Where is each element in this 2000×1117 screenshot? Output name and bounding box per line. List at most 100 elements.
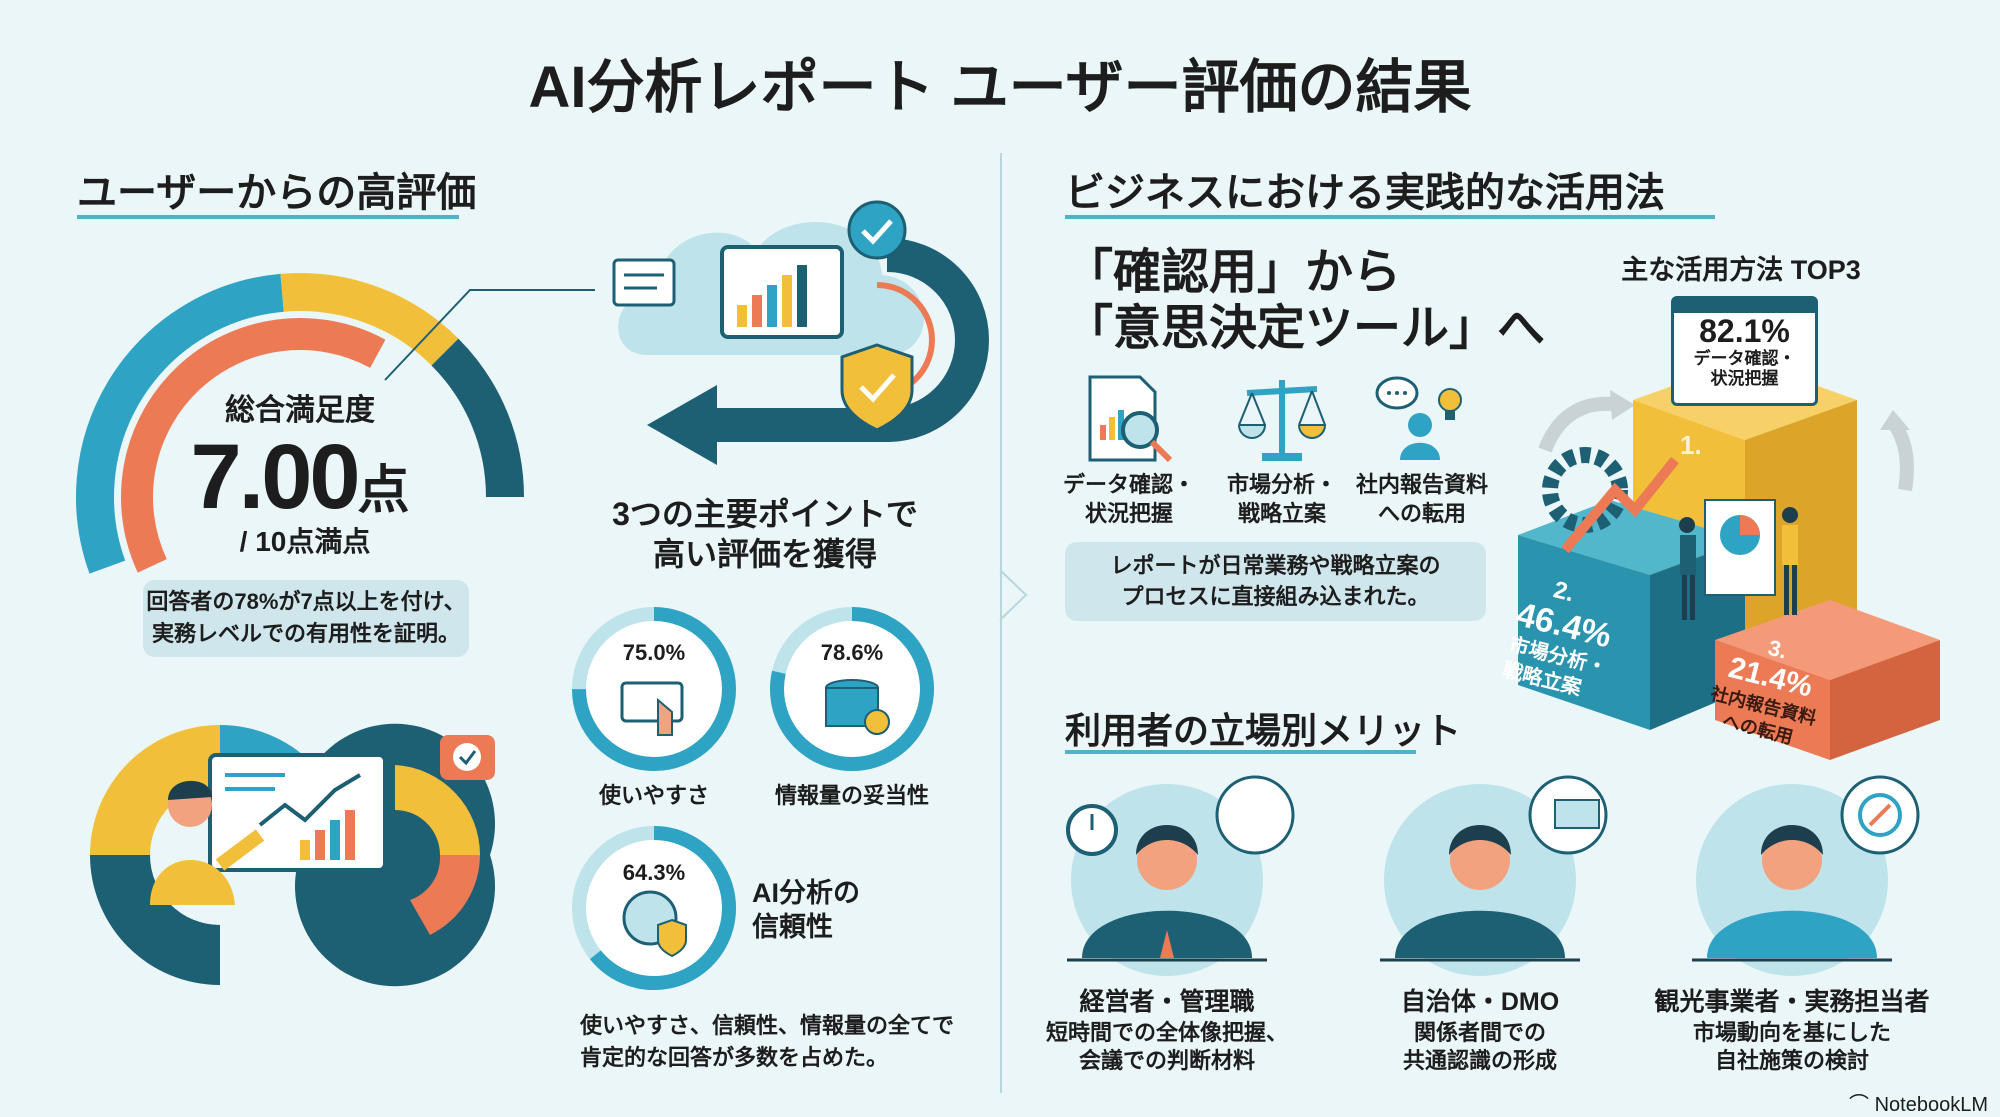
person-hair — [1761, 825, 1823, 855]
use-label-internal-report: 社内報告資料への転用 — [1356, 470, 1488, 528]
person-head — [1762, 830, 1822, 890]
section-heading-usage: ビジネスにおける実践的な活用法 — [1065, 171, 1665, 215]
podium-3-top — [1715, 600, 1940, 680]
callout-line: 回答者の78%が7点以上を付け、 — [146, 589, 466, 614]
person-hair — [1449, 825, 1511, 855]
notebooklm-brand: ⌒ NotebookLM — [1849, 1088, 1988, 1117]
donut-value-arc — [572, 607, 736, 771]
person-head — [1137, 830, 1197, 890]
person-hair — [1136, 825, 1198, 855]
shield-icon — [657, 918, 687, 958]
section-heading-ratings: ユーザーからの高評価 — [77, 171, 477, 215]
score-unit: 点 — [357, 462, 410, 520]
tie-icon — [1160, 930, 1174, 958]
top1-value: 82.1% — [1699, 313, 1790, 349]
speech-bubble — [1215, 775, 1295, 855]
notebooklm-logo-icon: ⌒ — [1849, 1094, 1870, 1116]
use-line: データ確認・ — [1062, 472, 1196, 497]
divider-chevron-icon — [999, 569, 1028, 621]
merit-role: 自治体・DMO — [1400, 988, 1560, 1016]
presenter-illustration — [90, 723, 496, 987]
person-body — [1707, 910, 1877, 958]
top1-line: 状況把握 — [1710, 369, 1779, 388]
merit-tourism: 観光事業者・実務担当者 市場動向を基にした 自社施策の検討 — [1654, 985, 1929, 1075]
heading-underline — [1065, 215, 1715, 219]
use-line: 市場分析・ — [1226, 472, 1338, 497]
page-title: AI分析レポート ユーザー評価の結果 — [528, 55, 1472, 120]
column-divider — [1000, 153, 1002, 1093]
note-line: プロセスに直接組み込まれた。 — [1121, 584, 1430, 609]
heading-underline — [77, 215, 459, 219]
use-line: 戦略立案 — [1237, 501, 1327, 526]
gauge-label: 総合満足度 — [225, 394, 375, 427]
merit-executives: 経営者・管理職 短時間での全体像把握、 会議での判断材料 — [1046, 985, 1288, 1075]
top1-card: 82.1% データ確認・ 状況把握 — [1671, 296, 1818, 406]
top1-line: データ確認・ — [1693, 349, 1796, 368]
subheading-line: 「意思決定ツール」へ — [1065, 302, 1546, 355]
usage-note: レポートが日常業務や戦略立案の プロセスに直接組み込まれた。 — [1065, 542, 1486, 621]
merit-line: 会議での判断材料 — [1078, 1048, 1256, 1073]
window-bar — [1674, 299, 1815, 313]
summary-line: 肯定的な回答が多数を占めた。 — [580, 1045, 889, 1070]
merit-line: 短時間での全体像把握、 — [1045, 1020, 1289, 1045]
scales-icon — [1238, 380, 1327, 461]
compass-needle — [1868, 803, 1892, 827]
point-label-reliability: AI分析の 信頼性 — [752, 876, 860, 944]
subheading-line: 「確認用」から — [1065, 246, 1402, 299]
check-badge-icon — [864, 709, 890, 735]
podium-2-front — [1518, 535, 1650, 730]
merit-line: 共通認識の形成 — [1402, 1048, 1558, 1073]
gauge-score: 7.00点 — [190, 425, 409, 530]
podium-3-side — [1830, 640, 1940, 760]
cloud-report-illustration — [612, 200, 989, 465]
person-body — [1395, 910, 1565, 958]
score-value: 7.00 — [190, 426, 360, 528]
podium-3-front — [1715, 640, 1830, 760]
summary-line: 使いやすさ、信頼性、情報量の全てで — [580, 1013, 955, 1038]
satisfaction-callout: 回答者の78%が7点以上を付け、 実務レベルでの有用性を証明。 — [143, 580, 469, 657]
person-head — [1450, 830, 1510, 890]
gauge-max: / 10点満点 — [239, 526, 371, 557]
point-label-information: 情報量の妥当性 — [774, 783, 930, 808]
use-label-data-check: データ確認・状況把握 — [1063, 470, 1195, 528]
gauge-segment — [431, 338, 524, 498]
merit-municipality: 自治体・DMO 関係者間での 共通認識の形成 — [1401, 985, 1559, 1075]
point-value-reliability: 64.3% — [622, 860, 686, 885]
donut-value-arc — [589, 826, 736, 990]
map-icon — [1554, 799, 1600, 829]
use-line: への転用 — [1377, 501, 1467, 526]
top1-rank: 1. — [1680, 430, 1702, 460]
gauge-leader-line — [384, 289, 595, 381]
use-label-market-analysis: 市場分析・戦略立案 — [1227, 470, 1337, 528]
merit-role: 経営者・管理職 — [1079, 988, 1255, 1016]
merit-line: 自社施策の検討 — [1714, 1048, 1870, 1073]
pointer-hand-icon — [657, 697, 673, 736]
donut-value-arc — [770, 607, 934, 771]
merits-heading: 利用者の立場別メリット — [1065, 710, 1462, 751]
usage-subheading: 「確認用」から 「意思決定ツール」へ — [1065, 245, 1545, 357]
brand-text: NotebookLM — [1874, 1094, 1988, 1116]
callout-line: 実務レベルでの有用性を証明。 — [151, 621, 460, 646]
top3-title: 主な活用方法 TOP3 — [1621, 255, 1861, 285]
point-value-usability: 75.0% — [622, 640, 686, 665]
document-magnifier-icon — [1088, 375, 1173, 463]
heading-underline — [1065, 750, 1416, 754]
points-title-line: 高い評価を獲得 — [652, 536, 877, 572]
gauge-segment — [76, 273, 284, 574]
label-line: 信頼性 — [752, 912, 833, 942]
person-idea-icon — [1375, 376, 1462, 460]
satisfaction-gauge — [76, 273, 595, 574]
points-title: 3つの主要ポイントで 高い評価を獲得 — [612, 494, 918, 574]
gauge-score-arc — [121, 318, 386, 573]
point-label-usability: 使いやすさ — [598, 783, 710, 808]
points-summary: 使いやすさ、信頼性、情報量の全てで 肯定的な回答が多数を占めた。 — [580, 1010, 954, 1074]
gauge-segment — [280, 273, 459, 366]
note-line: レポートが日常業務や戦略立案の — [1110, 553, 1441, 578]
merit-line: 関係者間での — [1413, 1020, 1547, 1045]
key-points-donuts — [572, 607, 934, 990]
use-line: 社内報告資料 — [1355, 472, 1489, 497]
points-title-line: 3つの主要ポイントで — [612, 496, 918, 532]
use-line: 状況把握 — [1084, 501, 1174, 526]
point-value-information: 78.6% — [820, 640, 884, 665]
